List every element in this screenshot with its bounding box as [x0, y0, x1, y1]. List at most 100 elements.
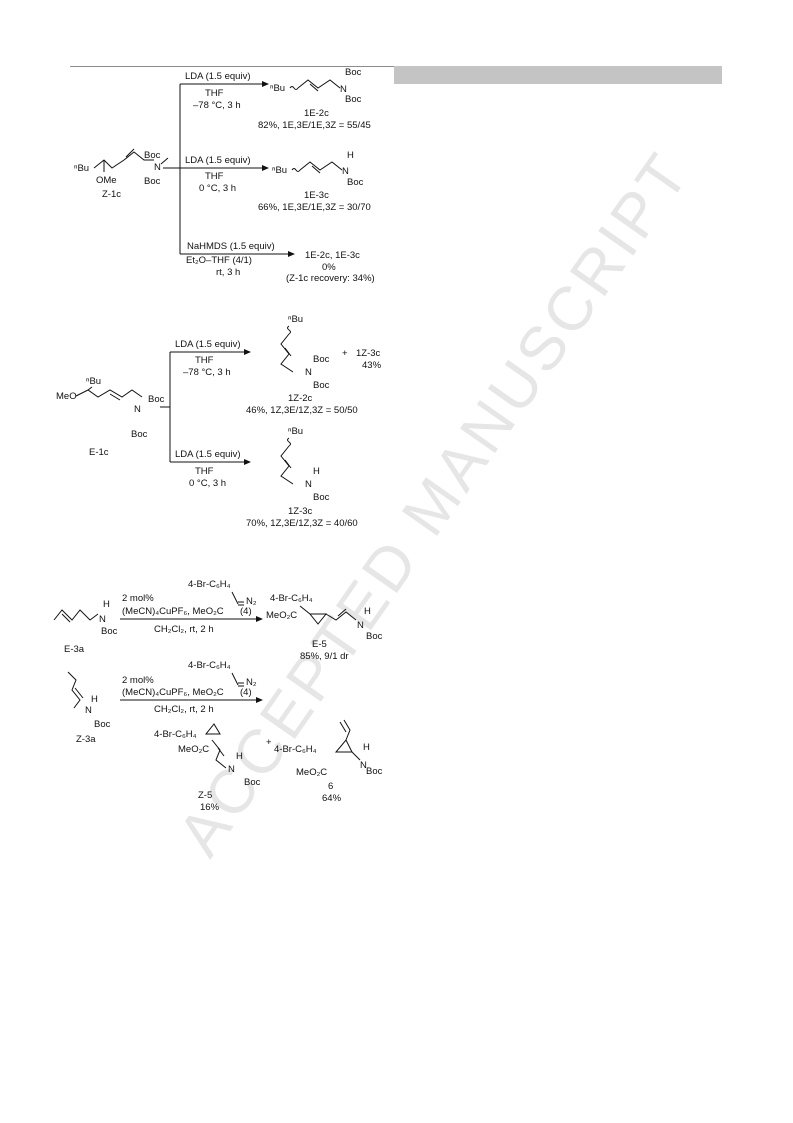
- s1-sm-nbu: ⁿBu: [74, 163, 89, 174]
- s3-p1-ester: MeO₂C: [266, 610, 297, 621]
- s3-sm1-chain: [53, 609, 99, 621]
- s1-p1-boc1: Boc: [345, 67, 362, 78]
- s1-p2-result: 66%, 1E,3E/1E,3Z = 30/70: [258, 202, 371, 213]
- s1-r2-temp: 0 °C, 3 h: [199, 183, 236, 194]
- s3-p2-label: Z-5: [198, 790, 212, 801]
- s2-sm-meo: MeO: [56, 391, 77, 402]
- s2-sm-boc1: Boc: [148, 394, 165, 405]
- s3-p1-result: 85%, 9/1 dr: [300, 651, 349, 662]
- s2-extra-yield: 43%: [362, 360, 382, 371]
- s3-r1-n2: N₂: [246, 596, 257, 607]
- s1-sm-boc1: Boc: [144, 150, 161, 161]
- header-gray-bar: [394, 66, 722, 84]
- s1-p2-nbu: ⁿBu: [272, 165, 287, 176]
- s3-sm1-n: N: [99, 614, 106, 625]
- s2-sm-n: N: [134, 404, 141, 415]
- s3-sm1-label: E-3a: [64, 644, 85, 655]
- s3-sm1-h: H: [103, 599, 110, 610]
- s1-sm-ome: OMe: [96, 175, 117, 186]
- s1-sm-boc1-bond: [160, 157, 169, 165]
- s3-r2-n2: N₂: [246, 677, 257, 688]
- s1-p2-label: 1E-3c: [304, 190, 329, 201]
- s1-p1-result: 82%, 1E,3E/1E,3Z = 55/45: [258, 120, 371, 131]
- s1-sm-label: Z-1c: [102, 189, 121, 200]
- s3-plus: +: [266, 737, 272, 748]
- s3-r1-cat2: (MeCN)₄CuPF₆, MeO₂C: [122, 606, 224, 617]
- s3-p1-n: N: [357, 620, 364, 631]
- s3-p2-n: N: [228, 764, 235, 775]
- s2-p2-nbu: ⁿBu: [288, 426, 303, 437]
- s3-p2-ester: MeO₂C: [178, 744, 209, 755]
- s3-sm2-boc: Boc: [94, 719, 111, 730]
- s2-p1-boc1: Boc: [313, 354, 330, 365]
- s3-r1-num: (4): [240, 606, 252, 617]
- s3-r1-cat: 2 mol%: [122, 593, 154, 604]
- s1-p1-nbu: ⁿBu: [270, 83, 285, 94]
- s2-extra-product: 1Z-3c: [356, 348, 381, 359]
- s3-p3-boc: Boc: [366, 766, 383, 777]
- s2-p2-result: 70%, 1Z,3E/1Z,3Z = 40/60: [246, 518, 358, 529]
- s1-p1-label: 1E-2c: [304, 108, 329, 119]
- s3-p3-cyclopropane: [334, 739, 353, 753]
- s2-r1-reagent: LDA (1.5 equiv): [175, 339, 240, 350]
- s3-r1-solvent: CH₂Cl₂, rt, 2 h: [154, 624, 214, 635]
- s3-p3-h: H: [363, 742, 370, 753]
- s2-p2-n: N: [305, 479, 312, 490]
- s2-plus: +: [342, 348, 348, 359]
- s3-p1-aryl: 4-Br-C₆H₄: [270, 593, 313, 604]
- s3-p2-boc: Boc: [244, 777, 261, 788]
- s1-r2-solvent: THF: [205, 171, 224, 182]
- s3-p2-cyclopropane: [204, 723, 221, 735]
- s3-r2-cat: 2 mol%: [122, 675, 154, 686]
- s1-p1-n: N: [340, 84, 347, 95]
- s2-r2-reagent: LDA (1.5 equiv): [175, 449, 240, 460]
- s1-r2-reagent: LDA (1.5 equiv): [185, 155, 250, 166]
- s2-r2-temp: 0 °C, 3 h: [189, 478, 226, 489]
- s1-p2-n: N: [342, 166, 349, 177]
- s2-r2-solvent: THF: [195, 466, 214, 477]
- s2-r1-solvent: THF: [195, 355, 214, 366]
- s3-p1-cyclopropane: [308, 613, 328, 625]
- s1-r3-cond: rt, 3 h: [216, 267, 240, 278]
- scheme1: ⁿBu OMe N Boc Boc Z-1c LDA (1.5 equiv) T…: [74, 67, 375, 284]
- s3-p3-vinyl: [343, 719, 351, 741]
- s2-p1-nbu: ⁿBu: [288, 314, 303, 325]
- s1-sm-boc2: Boc: [144, 176, 161, 187]
- s1-r3-yield: 0%: [322, 262, 336, 273]
- s3-p3-yield: 64%: [322, 793, 342, 804]
- s3-sm2-chain: [67, 671, 81, 709]
- s1-p1-boc2: Boc: [345, 94, 362, 105]
- s1-r3-reagent: NaHMDS (1.5 equiv): [187, 241, 275, 252]
- s2-r1-temp: –78 °C, 3 h: [183, 367, 231, 378]
- scheme3: N H Boc E-3a 4-Br-C₆H₄ N₂ 2 mol% (MeCN)₄…: [53, 579, 383, 813]
- s2-p1-result: 46%, 1Z,3E/1Z,3Z = 50/50: [246, 405, 358, 416]
- s3-p2-aryl: 4-Br-C₆H₄: [154, 729, 197, 740]
- s1-sm-n: N: [154, 162, 161, 173]
- s3-sm2-label: Z-3a: [76, 734, 96, 745]
- s2-sm-label: E-1c: [89, 447, 109, 458]
- s3-p1-label: E-5: [312, 639, 327, 650]
- s3-r2-diazo-aryl: 4-Br-C₆H₄: [188, 660, 231, 671]
- s1-p2-boc: Boc: [347, 177, 364, 188]
- s3-p3-aryl: 4-Br-C₆H₄: [274, 744, 317, 755]
- s3-p1-boc: Boc: [366, 631, 383, 642]
- s1-r3-recovery: (Z-1c recovery: 34%): [286, 273, 375, 284]
- s1-r3-solvent: Et₂O–THF (4/1): [186, 255, 252, 266]
- s3-p1-h: H: [364, 606, 371, 617]
- s2-sm-nbu: ⁿBu: [86, 376, 101, 387]
- s2-p1-boc2: Boc: [313, 380, 330, 391]
- s3-p3-label: 6: [328, 781, 333, 792]
- s3-r2-cat2: (MeCN)₄CuPF₆, MeO₂C: [122, 687, 224, 698]
- s3-sm1-boc: Boc: [101, 626, 118, 637]
- s3-sm2-n: N: [85, 705, 92, 716]
- s3-p2-yield: 16%: [200, 802, 220, 813]
- s2-p2-h: H: [313, 466, 320, 477]
- s3-sm2-h: H: [91, 694, 98, 705]
- s3-p2-h: H: [236, 751, 243, 762]
- s2-p2-label: 1Z-3c: [288, 506, 313, 517]
- header-rule: [70, 66, 394, 67]
- s2-p1-label: 1Z-2c: [288, 393, 313, 404]
- s1-r1-temp: –78 °C, 3 h: [193, 100, 241, 111]
- s1-r3-product: 1E-2c, 1E-3c: [305, 250, 360, 261]
